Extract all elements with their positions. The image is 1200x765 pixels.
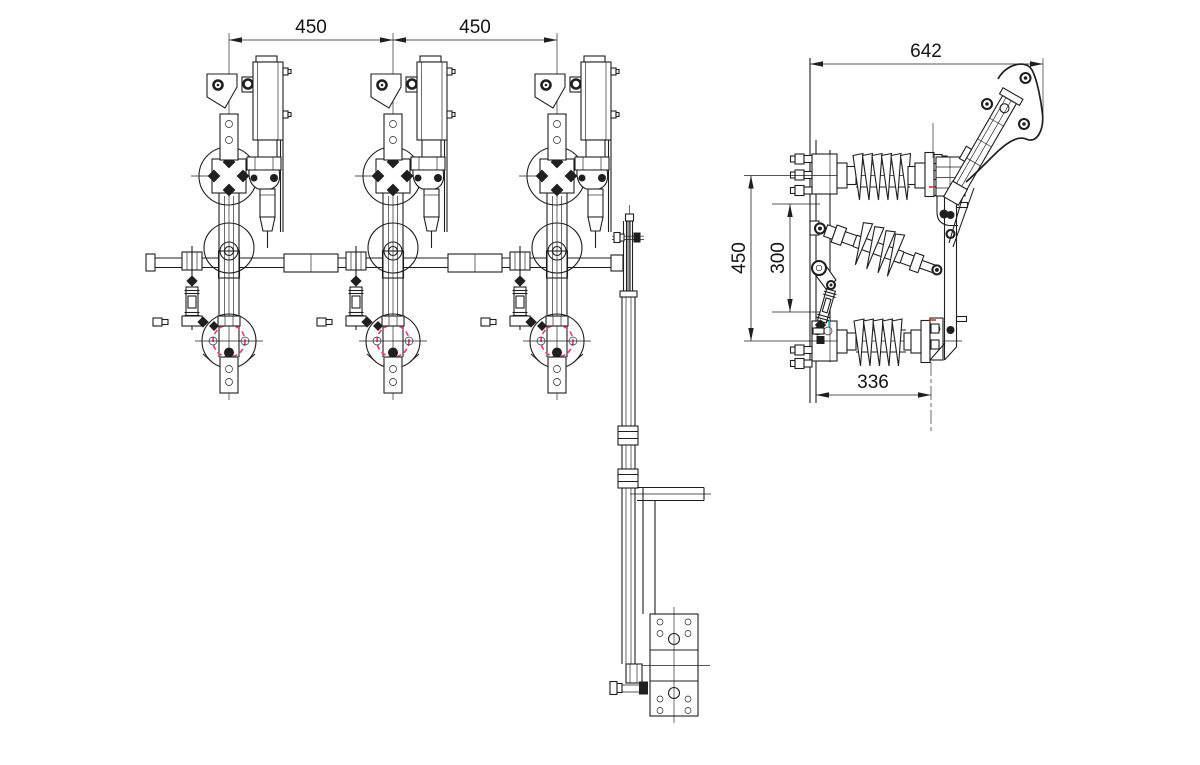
front-view-dimensions: 450 450: [229, 17, 557, 43]
base-mounting-plates: [640, 607, 710, 723]
rod-bottom-bolt: [609, 663, 648, 696]
rod-coupler: [617, 425, 639, 446]
dim-vertical-inner: 300: [768, 242, 789, 274]
dim-pole-pitch-right: 450: [459, 17, 491, 38]
operating-mechanism: [609, 205, 711, 723]
rotating-insulator: [809, 220, 943, 277]
pole-3: [479, 31, 621, 402]
blade-assembly: [932, 63, 1044, 248]
arcing-guard-wire: [965, 63, 1044, 183]
rod-coupler: [617, 468, 639, 489]
pole-1: [151, 31, 293, 402]
dim-pole-pitch-left: 450: [295, 17, 327, 38]
dim-base-depth: 336: [857, 372, 889, 393]
lever-plate: [626, 221, 630, 291]
lever-bolt: [633, 232, 641, 243]
side-view-dimensions: 642 450 300 336: [729, 41, 1044, 398]
dim-overall-width: 642: [910, 41, 942, 62]
bottom-insulator: [744, 317, 962, 433]
top-insulator: [744, 151, 968, 201]
crank-linkage: [810, 259, 837, 335]
lower-terminal-bolts: [789, 344, 813, 370]
pole-2: [315, 31, 457, 402]
dim-vertical-outer: 450: [729, 242, 750, 274]
blade-arm: [942, 87, 1024, 206]
front-view: 450 450: [145, 17, 711, 723]
side-view: 642 450 300 336: [729, 41, 1044, 433]
upper-terminal-bolts: [789, 153, 813, 197]
interpole-operating-rod: [145, 250, 611, 279]
